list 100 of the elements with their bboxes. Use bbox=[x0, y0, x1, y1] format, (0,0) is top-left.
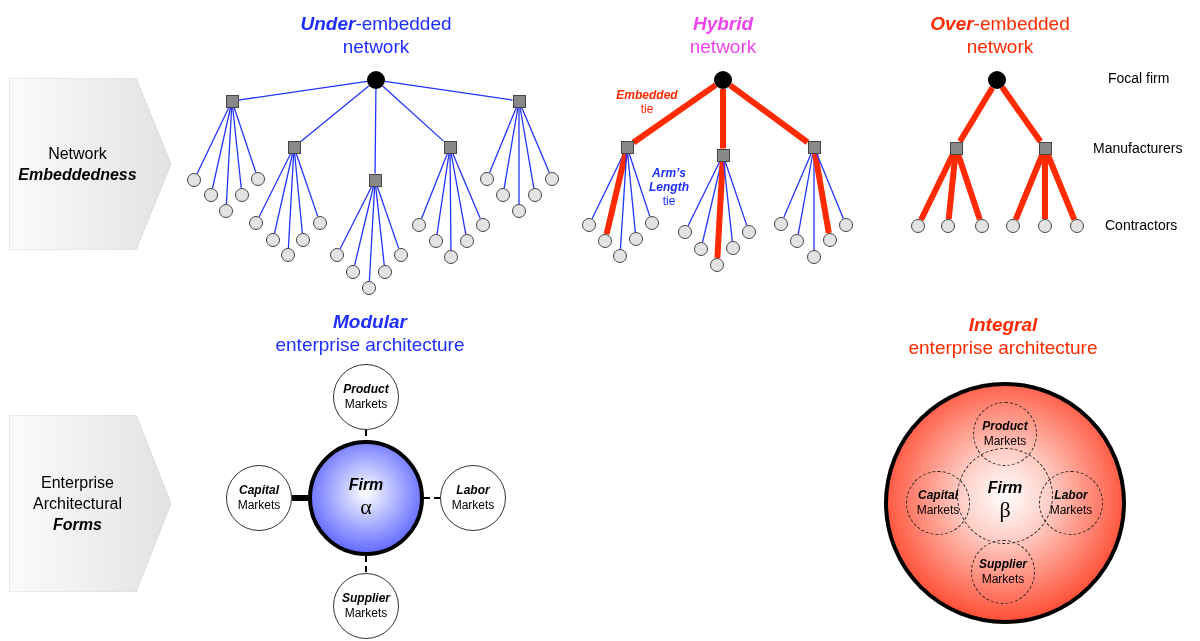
tie-label: Embedded tie bbox=[615, 88, 679, 116]
contractor-node bbox=[346, 265, 360, 279]
contractor-node bbox=[219, 204, 233, 218]
thick-tie-line bbox=[1042, 154, 1048, 219]
tie-line bbox=[420, 152, 449, 220]
dashed-link bbox=[365, 555, 367, 574]
tie-line bbox=[628, 152, 651, 217]
row-label: Contractors bbox=[1105, 217, 1178, 234]
contractor-node bbox=[941, 219, 955, 233]
tie-line bbox=[450, 152, 467, 235]
contractor-node bbox=[266, 233, 280, 247]
tie-line bbox=[503, 106, 519, 189]
thick-tie-line bbox=[728, 82, 810, 145]
tie-line bbox=[519, 106, 535, 189]
thick-tie-line bbox=[812, 153, 832, 234]
manufacturer-node bbox=[949, 141, 963, 155]
tie-line bbox=[724, 160, 748, 226]
tie-line bbox=[687, 160, 721, 227]
contractor-node bbox=[807, 250, 821, 264]
market-circle: Product Markets bbox=[333, 364, 399, 430]
tie-line bbox=[374, 88, 377, 175]
contractor-node bbox=[235, 188, 249, 202]
tie-line bbox=[489, 106, 517, 174]
manufacturer-node bbox=[1038, 141, 1052, 155]
row-label: Manufacturers bbox=[1093, 140, 1183, 157]
thick-tie-line bbox=[957, 86, 995, 144]
contractor-node bbox=[378, 265, 392, 279]
contractor-node bbox=[774, 217, 788, 231]
network-heading: Hybrid network bbox=[688, 12, 758, 58]
contractor-node bbox=[726, 241, 740, 255]
contractor-node bbox=[496, 188, 510, 202]
tie-line bbox=[452, 152, 481, 220]
contractor-node bbox=[330, 248, 344, 262]
contractor-node bbox=[613, 249, 627, 263]
contractor-node bbox=[645, 216, 659, 230]
market-circle: Capital Markets bbox=[226, 465, 292, 531]
contractor-node bbox=[629, 232, 643, 246]
market-circle: Supplier Markets bbox=[333, 573, 399, 639]
thick-tie-line bbox=[603, 152, 629, 235]
tie-line bbox=[225, 106, 233, 205]
manufacturer-node bbox=[443, 140, 457, 154]
tie-line bbox=[627, 152, 636, 233]
tie-label: Arm’s Length tie bbox=[648, 166, 690, 208]
tie-line bbox=[294, 152, 303, 234]
contractor-node bbox=[975, 219, 989, 233]
contractor-node bbox=[678, 225, 692, 239]
contractor-node bbox=[512, 204, 526, 218]
thick-tie-line bbox=[945, 154, 959, 220]
tie-line bbox=[436, 152, 450, 235]
tie-line bbox=[375, 185, 385, 266]
manufacturer-node bbox=[368, 173, 382, 187]
architecture-heading: Modular bbox=[332, 310, 409, 333]
contractor-node bbox=[444, 250, 458, 264]
contractor-node bbox=[394, 248, 408, 262]
contractor-node bbox=[1038, 219, 1052, 233]
market-circle: Labor Markets bbox=[440, 465, 506, 531]
manufacturer-node bbox=[512, 94, 526, 108]
manufacturer-node bbox=[287, 140, 301, 154]
tie-line bbox=[368, 185, 376, 282]
contractor-node bbox=[790, 234, 804, 248]
architecture-heading: Integral bbox=[967, 313, 1039, 336]
thick-tie-line bbox=[720, 89, 726, 149]
contractor-node bbox=[204, 188, 218, 202]
contractor-node bbox=[528, 188, 542, 202]
tie-line bbox=[521, 106, 550, 174]
contractor-node bbox=[429, 234, 443, 248]
tie-line bbox=[233, 106, 257, 173]
contractor-node bbox=[249, 216, 263, 230]
tie-line bbox=[258, 152, 292, 218]
contractor-node bbox=[545, 172, 559, 186]
tie-line bbox=[382, 85, 445, 142]
contractor-node bbox=[476, 218, 490, 232]
tie-line bbox=[619, 152, 628, 250]
contractor-node bbox=[598, 234, 612, 248]
firm-circle: Firm α bbox=[308, 440, 424, 556]
contractor-node bbox=[839, 218, 853, 232]
manufacturer-node bbox=[620, 140, 634, 154]
thick-tie-line bbox=[292, 495, 308, 501]
tie-line bbox=[723, 160, 733, 242]
manufacturer-node bbox=[807, 140, 821, 154]
network-heading: Under-embedded network bbox=[299, 12, 453, 58]
tie-line bbox=[354, 185, 375, 266]
tie-line bbox=[783, 152, 812, 219]
tie-line bbox=[449, 152, 452, 251]
contractor-node bbox=[911, 219, 925, 233]
tie-line bbox=[376, 185, 400, 250]
contractor-node bbox=[480, 172, 494, 186]
contractor-node bbox=[710, 258, 724, 272]
tie-line bbox=[518, 106, 520, 205]
focal-firm-node bbox=[714, 71, 732, 89]
architecture-subheading: enterprise architecture bbox=[907, 336, 1099, 359]
contractor-node bbox=[582, 218, 596, 232]
contractor-node bbox=[460, 234, 474, 248]
network-heading: Over-embedded network bbox=[929, 12, 1071, 58]
manufacturer-node bbox=[225, 94, 239, 108]
tie-line bbox=[299, 85, 370, 143]
contractor-node bbox=[694, 242, 708, 256]
contractor-node bbox=[1070, 219, 1084, 233]
thick-tie-line bbox=[955, 153, 983, 221]
thick-tie-line bbox=[631, 82, 718, 145]
